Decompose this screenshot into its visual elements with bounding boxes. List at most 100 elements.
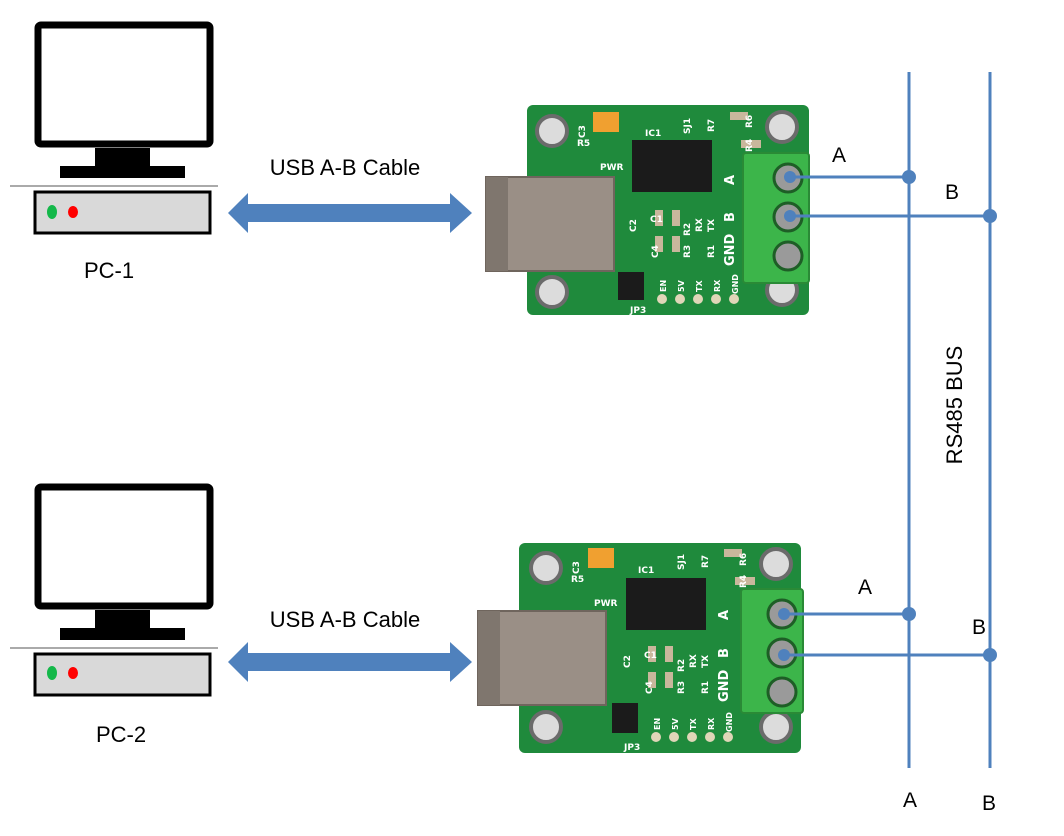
smd-component bbox=[672, 210, 680, 226]
silk-pin-tx: TX bbox=[695, 280, 704, 292]
silk-terminal-a: A bbox=[723, 175, 738, 185]
silk-c1: C1 bbox=[650, 215, 663, 225]
silk-r6: R6 bbox=[739, 553, 749, 566]
header-pin bbox=[687, 732, 697, 742]
silk-terminal-a: A bbox=[717, 610, 732, 620]
silk-pin-gnd: GND bbox=[725, 712, 734, 732]
red-led-icon bbox=[68, 667, 78, 679]
silk-r4: R4 bbox=[739, 575, 749, 588]
silk-r1: R1 bbox=[701, 681, 711, 694]
mounting-hole bbox=[535, 114, 569, 148]
system-unit bbox=[33, 190, 212, 235]
silk-pwr: PWR bbox=[600, 163, 624, 173]
wire-end-dot bbox=[778, 608, 790, 620]
monitor-frame bbox=[34, 483, 214, 610]
silk-terminal-gnd: GND bbox=[723, 233, 738, 266]
system-unit bbox=[33, 652, 212, 697]
wire-end-dot bbox=[778, 649, 790, 661]
silk-pin-rx: RX bbox=[713, 279, 722, 292]
mounting-hole bbox=[759, 547, 793, 581]
smd-component bbox=[735, 577, 755, 585]
header-pin bbox=[693, 294, 703, 304]
silk-pin-rx: RX bbox=[707, 717, 716, 730]
header-pin bbox=[723, 732, 733, 742]
silk-r5: R5 bbox=[571, 575, 584, 585]
silk-c4: C4 bbox=[651, 245, 661, 258]
junction-dot bbox=[902, 607, 916, 621]
silk-tx: TX bbox=[707, 219, 717, 232]
silk-rx: RX bbox=[695, 218, 705, 232]
ic1-chip bbox=[632, 140, 712, 192]
smd-component bbox=[665, 646, 673, 662]
monitor-base bbox=[60, 628, 185, 640]
silk-ic1: IC1 bbox=[638, 566, 654, 576]
silk-jp3: JP3 bbox=[629, 306, 646, 316]
mounting-hole bbox=[535, 275, 569, 309]
silk-c2: C2 bbox=[629, 219, 639, 232]
mounting-hole bbox=[529, 551, 563, 585]
rs485-bus bbox=[778, 72, 997, 768]
usb-b-connector-face bbox=[486, 177, 508, 271]
bus-line-a-label: A bbox=[903, 789, 917, 812]
silk-c1: C1 bbox=[644, 651, 657, 661]
header-pin bbox=[711, 294, 721, 304]
silk-c3: C3 bbox=[578, 125, 588, 138]
c3-capacitor bbox=[593, 112, 619, 132]
silk-c2: C2 bbox=[623, 655, 633, 668]
tap-b-label-2: B bbox=[972, 616, 986, 639]
monitor-base bbox=[60, 166, 185, 178]
silk-c3: C3 bbox=[572, 561, 582, 574]
silk-pin-5v: 5V bbox=[671, 717, 680, 730]
smd-component bbox=[655, 236, 663, 252]
silk-tx: TX bbox=[701, 655, 711, 668]
pc-2-computer-icon bbox=[10, 483, 218, 697]
junction-dot bbox=[983, 648, 997, 662]
silk-r3: R3 bbox=[677, 681, 687, 694]
silk-pin-en: EN bbox=[659, 280, 668, 292]
silk-terminal-b: B bbox=[723, 212, 738, 222]
usb-cable-label-2: USB A-B Cable bbox=[270, 607, 420, 632]
bus-line-b-label: B bbox=[982, 792, 996, 815]
ic1-chip bbox=[626, 578, 706, 630]
tap-b-label-1: B bbox=[945, 181, 959, 204]
header-pin bbox=[669, 732, 679, 742]
green-led-icon bbox=[47, 666, 57, 680]
usb-rs485-converter-board-2: C3 R5 IC1 SJ1 R7 R6 R4 C2 C1 C4 R2 R3 R1… bbox=[477, 543, 804, 753]
silk-c4: C4 bbox=[645, 681, 655, 694]
pc-1-computer-icon bbox=[10, 21, 218, 235]
screw-terminal bbox=[772, 240, 804, 272]
silk-pin-gnd: GND bbox=[731, 274, 740, 294]
silk-r2: R2 bbox=[683, 223, 693, 236]
header-pin bbox=[657, 294, 667, 304]
silk-r7: R7 bbox=[707, 119, 717, 132]
mounting-hole bbox=[529, 710, 563, 744]
smd-component bbox=[741, 140, 761, 148]
usb-rs485-converter-board-1: C3 R5 IC1 SJ1 R7 R6 R4 C2 C1 C4 R2 R3 R1… bbox=[485, 105, 810, 316]
silk-r6: R6 bbox=[745, 115, 755, 128]
pc-1-label: PC-1 bbox=[84, 258, 134, 283]
header-pin bbox=[675, 294, 685, 304]
junction-dot bbox=[983, 209, 997, 223]
red-led-icon bbox=[68, 206, 78, 218]
silk-r7: R7 bbox=[701, 555, 711, 568]
c3-capacitor bbox=[588, 548, 614, 568]
silk-r1: R1 bbox=[707, 245, 717, 258]
tap-a-label-1: A bbox=[832, 144, 846, 167]
silk-terminal-b: B bbox=[717, 648, 732, 658]
junction-dot bbox=[902, 170, 916, 184]
tap-a-label-2: A bbox=[858, 576, 872, 599]
pc-2-label: PC-2 bbox=[96, 722, 146, 747]
silk-rx: RX bbox=[689, 654, 699, 668]
bus-title: RS485 BUS bbox=[942, 346, 967, 465]
usb-cable-label-1: USB A-B Cable bbox=[270, 155, 420, 180]
monitor-frame bbox=[34, 21, 214, 148]
usb-b-connector-face bbox=[478, 611, 500, 705]
silk-terminal-gnd: GND bbox=[717, 669, 732, 702]
monitor-stand bbox=[95, 148, 150, 168]
usb-cable-double-arrow-icon bbox=[228, 193, 472, 233]
ic3-chip bbox=[612, 703, 638, 733]
header-pin bbox=[651, 732, 661, 742]
usb-cable-double-arrow-icon bbox=[228, 642, 472, 682]
silk-jp3: JP3 bbox=[623, 743, 640, 753]
header-pin bbox=[729, 294, 739, 304]
